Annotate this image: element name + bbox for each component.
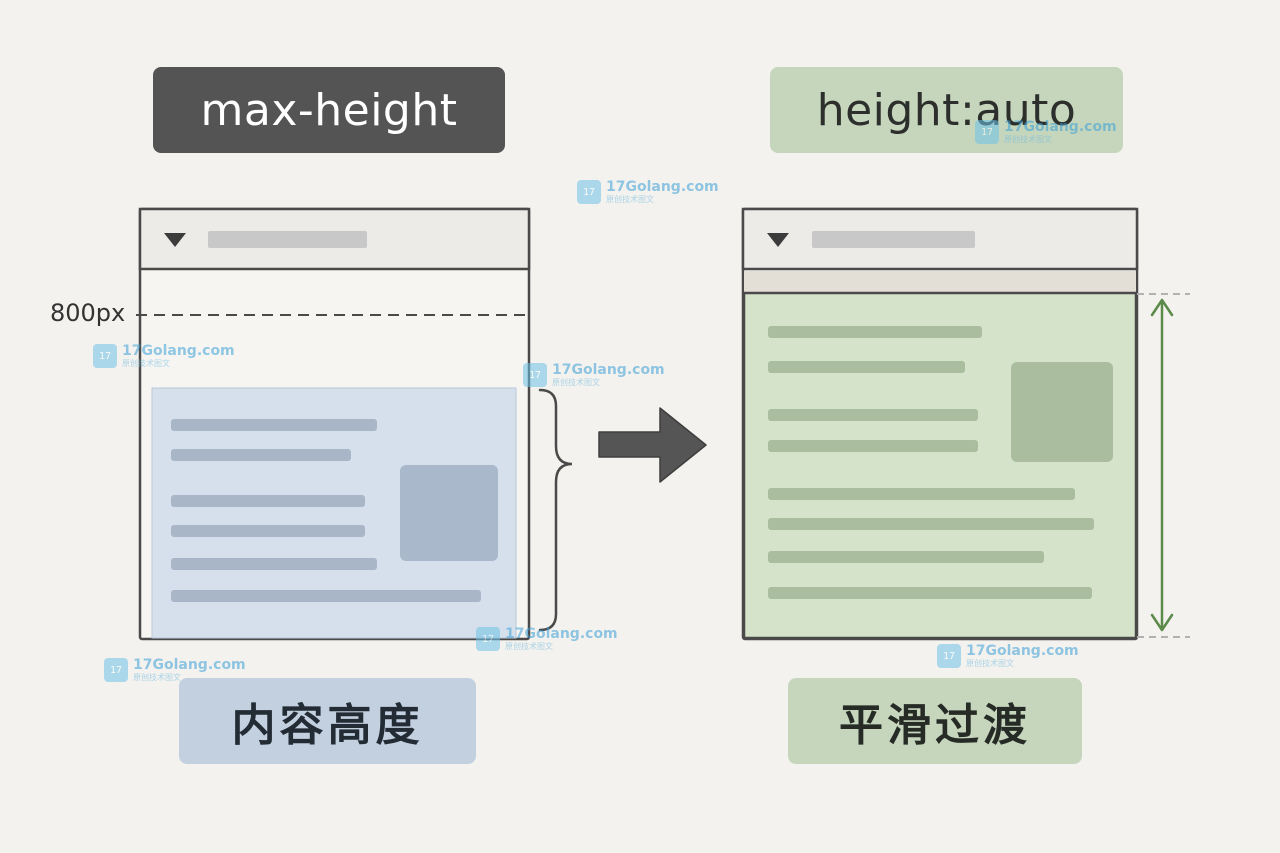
left-panel <box>136 207 573 641</box>
caret-down-icon <box>767 233 789 247</box>
left-text-line <box>171 590 481 602</box>
right-text-line <box>768 488 1075 500</box>
right-panel <box>741 207 1190 641</box>
watermark-logo-icon: 17 <box>93 344 117 368</box>
curly-brace-icon <box>538 388 573 632</box>
watermark-text: 17Golang.com <box>122 343 235 359</box>
height-auto-label: height:auto <box>770 67 1123 153</box>
double-arrow-vertical-icon <box>1150 298 1174 632</box>
watermark-logo-icon: 17 <box>937 644 961 668</box>
left-image-placeholder <box>400 465 498 561</box>
watermark-subtext: 原创技术图文 <box>606 195 654 204</box>
watermark-subtext: 原创技术图文 <box>505 642 553 651</box>
left-text-line <box>171 525 365 537</box>
watermark-text: 17Golang.com <box>606 179 719 195</box>
right-header-shadow <box>744 271 1136 293</box>
smooth-transition-label: 平滑过渡 <box>788 678 1082 764</box>
right-text-line <box>768 518 1094 530</box>
watermark-text: 17Golang.com <box>1004 119 1117 135</box>
watermark-logo-icon: 17 <box>523 363 547 387</box>
watermark-text: 17Golang.com <box>133 657 246 673</box>
watermark-subtext: 原创技术图文 <box>1004 135 1052 144</box>
watermark-subtext: 原创技术图文 <box>966 659 1014 668</box>
right-text-line <box>768 326 982 338</box>
right-text-line <box>768 361 965 373</box>
left-text-line <box>171 558 377 570</box>
max-height-value-label: 800px <box>50 299 126 327</box>
left-text-line <box>171 449 351 461</box>
watermark-logo-icon: 17 <box>476 627 500 651</box>
watermark-logo-icon: 17 <box>975 120 999 144</box>
caret-down-icon <box>164 233 186 247</box>
right-text-line <box>768 409 978 421</box>
max-height-label: max-height <box>153 67 505 153</box>
right-text-line <box>768 440 978 452</box>
watermark-subtext: 原创技术图文 <box>122 359 170 368</box>
left-text-line <box>171 419 377 431</box>
right-text-line <box>768 587 1092 599</box>
watermark-text: 17Golang.com <box>505 626 618 642</box>
content-height-label: 内容高度 <box>179 678 476 764</box>
watermark-logo-icon: 17 <box>577 180 601 204</box>
right-header-title-bar <box>812 231 975 248</box>
watermark-subtext: 原创技术图文 <box>133 673 181 682</box>
watermark-logo-icon: 17 <box>104 658 128 682</box>
arrow-right-icon <box>598 407 707 483</box>
left-text-line <box>171 495 365 507</box>
left-header-title-bar <box>208 231 367 248</box>
watermark-subtext: 原创技术图文 <box>552 378 600 387</box>
right-image-placeholder <box>1011 362 1113 462</box>
watermark-text: 17Golang.com <box>966 643 1079 659</box>
watermark-text: 17Golang.com <box>552 362 665 378</box>
right-text-line <box>768 551 1044 563</box>
right-content-panel <box>742 291 1138 640</box>
